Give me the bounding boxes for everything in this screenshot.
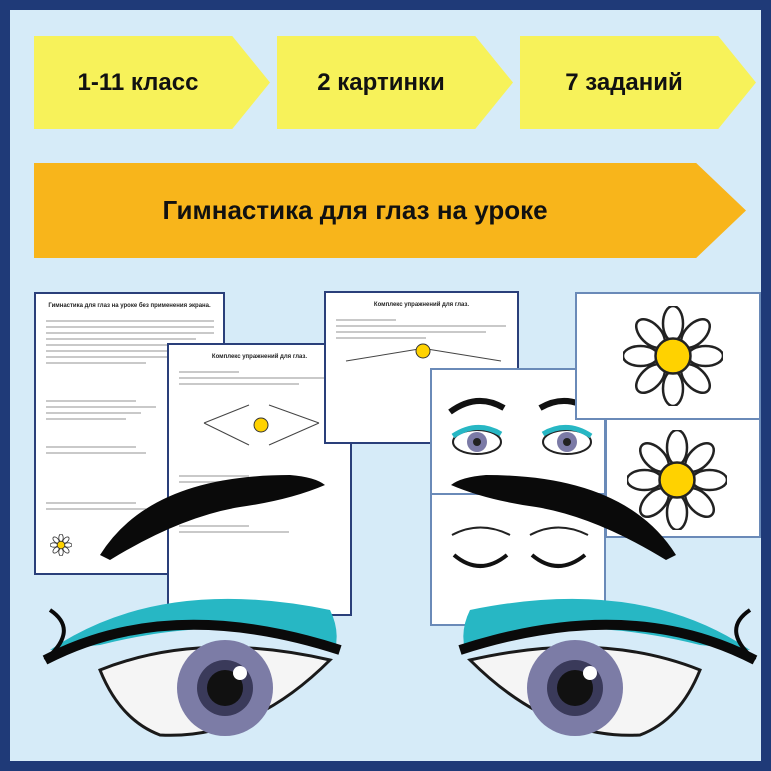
daisy-card-1 (575, 292, 761, 420)
closed-eye-icon (451, 526, 589, 568)
page-background: 1-11 класс 2 картинки 7 заданий Гимнасти… (10, 10, 761, 761)
title-banner: Гимнастика для глаз на уроке (34, 163, 746, 258)
eye-icon (458, 598, 758, 737)
exercise-diagram-3 (345, 343, 502, 362)
tasks-badge: 7 заданий (520, 36, 756, 129)
exercise-diagram (203, 404, 320, 446)
eyebrow-icon (451, 475, 676, 560)
worksheet-2-title: Комплекс упражнений для глаз. (211, 354, 308, 360)
pictures-badge: 2 картинки (277, 36, 513, 129)
worksheet-1-title: Гимнастика для глаз на уроке без примене… (48, 303, 211, 309)
grade-badge: 1-11 класс (34, 36, 270, 129)
daisy-icon (50, 534, 72, 556)
daisy-icon (627, 430, 727, 530)
grade-badge-label: 1-11 класс (77, 68, 199, 96)
eyebrow-icon (100, 475, 325, 560)
eye-icon (42, 598, 342, 737)
worksheet-3-title: Комплекс упражнений для глаз. (373, 302, 470, 308)
pictures-badge-label: 2 картинки (317, 68, 445, 96)
page-title: Гимнастика для глаз на уроке (162, 195, 548, 225)
daisy-icon (623, 306, 723, 406)
tasks-badge-label: 7 заданий (565, 68, 683, 96)
